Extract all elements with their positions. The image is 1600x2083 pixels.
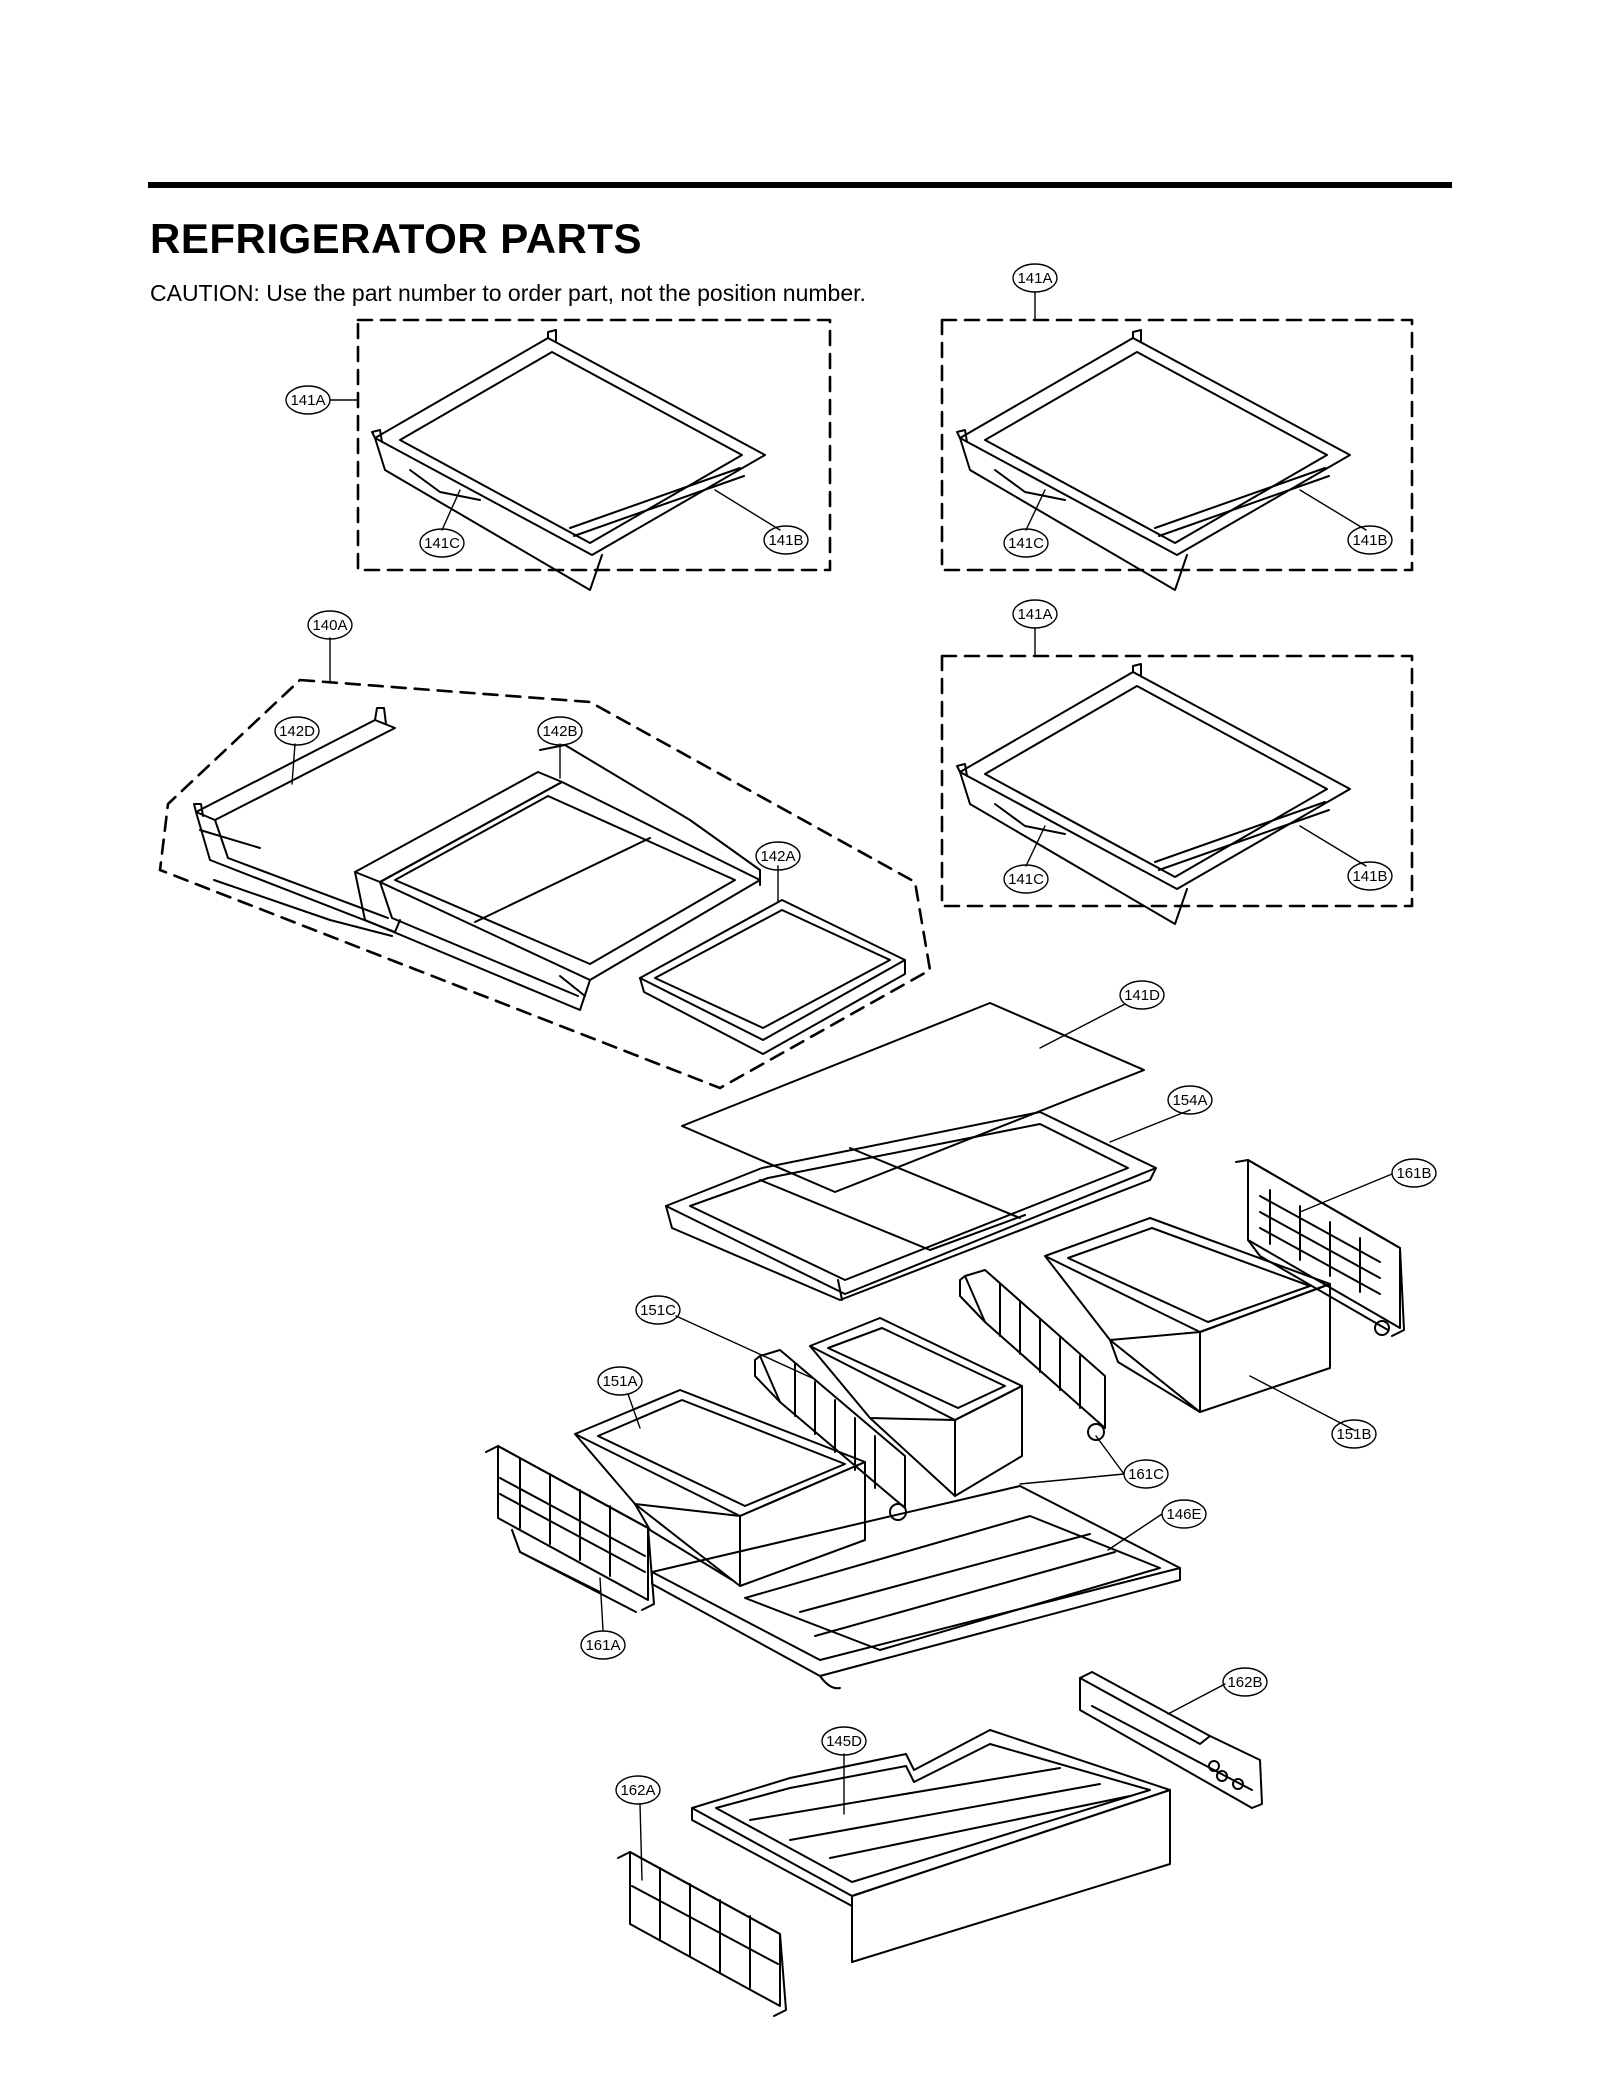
callout-label: 141B	[768, 532, 803, 549]
callout-142b: 142B	[537, 716, 583, 746]
callout-161a: 161A	[580, 1630, 626, 1660]
callout-141a-1: 141A	[285, 385, 331, 415]
group-box-shelf-assembly-140a	[158, 678, 932, 1090]
callout-label: 141A	[290, 392, 325, 409]
callout-label: 162A	[620, 1782, 655, 1799]
callouts: 141A 141C 141B 141A 141C 141B 141A 141C	[274, 263, 1437, 1805]
group-box-shelf-2	[940, 318, 1414, 572]
crisper-divider-161c-rear	[959, 1269, 1106, 1441]
callout-label: 145D	[826, 1733, 862, 1750]
callout-label: 140A	[312, 617, 347, 634]
callout-141b-2: 141B	[1347, 525, 1393, 555]
callout-label: 146E	[1166, 1506, 1201, 1523]
callout-145d: 145D	[821, 1726, 867, 1756]
callout-label: 151C	[640, 1302, 676, 1319]
callout-label: 141B	[1352, 532, 1387, 549]
group-box-shelf-1	[356, 318, 832, 572]
shelf-frame-142b	[354, 744, 761, 1011]
glass-shelf-frame-1	[371, 329, 766, 591]
page-title: REFRIGERATOR PARTS	[150, 215, 643, 262]
callout-141c-1: 141C	[419, 528, 465, 558]
crisper-drawer-151a	[574, 1389, 866, 1587]
crisper-divider-161c-front	[754, 1349, 907, 1521]
crisper-tray-146e	[651, 1485, 1181, 1690]
glass-panel-141d	[681, 1002, 1145, 1193]
caution-note: CAUTION: Use the part number to order pa…	[150, 280, 866, 306]
crisper-cover-frame-154a	[665, 1111, 1157, 1301]
callout-142a: 142A	[755, 841, 801, 871]
callout-label: 162B	[1227, 1674, 1262, 1691]
crisper-drawer-151c	[809, 1317, 1023, 1497]
callout-label: 151B	[1336, 1426, 1371, 1443]
callout-label: 154A	[1172, 1092, 1207, 1109]
callout-label: 161A	[585, 1637, 620, 1654]
callout-162a: 162A	[615, 1775, 661, 1805]
callout-141b-3: 141B	[1347, 861, 1393, 891]
callout-142d: 142D	[274, 716, 320, 746]
callout-label: 142A	[760, 848, 795, 865]
glass-shelf-frame-3	[956, 663, 1351, 925]
callout-label: 141A	[1017, 606, 1052, 623]
glass-shelf-frame-2	[956, 329, 1351, 591]
callout-141c-2: 141C	[1003, 528, 1049, 558]
callout-161b: 161B	[1391, 1158, 1437, 1188]
callout-label: 141A	[1017, 270, 1052, 287]
callout-label: 141C	[424, 535, 460, 552]
callout-label: 161C	[1128, 1466, 1164, 1483]
pantry-bracket-162a	[617, 1851, 787, 2017]
crisper-drawer-151b	[1044, 1217, 1331, 1413]
group-box-shelf-3	[940, 654, 1414, 908]
callout-label: 151A	[602, 1373, 637, 1390]
pantry-bracket-162b	[1079, 1671, 1263, 1809]
callout-label: 141D	[1124, 987, 1160, 1004]
callout-141a-3: 141A	[1012, 599, 1058, 629]
callout-151a: 151A	[597, 1366, 643, 1396]
callout-151b: 151B	[1331, 1419, 1377, 1449]
callout-label: 141C	[1008, 871, 1044, 888]
callout-141a-2: 141A	[1012, 263, 1058, 293]
callout-label: 141C	[1008, 535, 1044, 552]
callout-label: 141B	[1352, 868, 1387, 885]
callout-label: 142B	[542, 723, 577, 740]
callout-141d: 141D	[1119, 980, 1165, 1010]
callout-161c: 161C	[1123, 1459, 1169, 1489]
pantry-drawer-145d	[691, 1729, 1171, 1963]
shelf-rail-142d	[193, 707, 401, 937]
callout-151c: 151C	[635, 1295, 681, 1325]
header-rule	[148, 182, 1452, 188]
callout-146e: 146E	[1161, 1499, 1207, 1529]
callout-141b-1: 141B	[763, 525, 809, 555]
callout-154a: 154A	[1167, 1085, 1213, 1115]
crisper-divider-161b	[1235, 1159, 1405, 1337]
crisper-divider-161a	[485, 1445, 655, 1613]
callout-label: 161B	[1396, 1165, 1431, 1182]
glass-shelf-142a	[639, 899, 906, 1055]
leader-lines	[291, 291, 1393, 1881]
callout-label: 142D	[279, 723, 315, 740]
callout-140a: 140A	[307, 610, 353, 640]
callout-162b: 162B	[1222, 1667, 1268, 1697]
callout-141c-3: 141C	[1003, 864, 1049, 894]
